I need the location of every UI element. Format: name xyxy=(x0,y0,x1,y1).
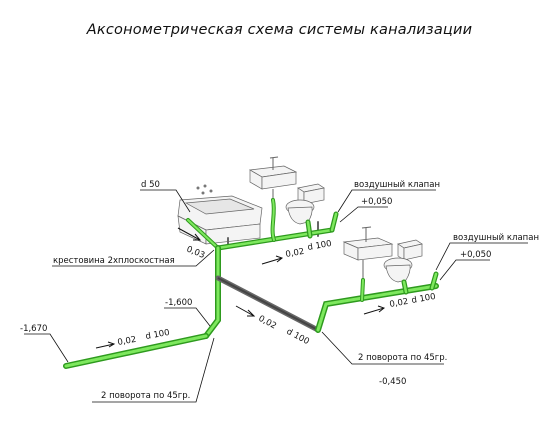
pipe-lower-left xyxy=(63,333,209,369)
diagram-title: Аксонометрическая схема системы канализа… xyxy=(86,22,473,38)
svg-text:+0,050: +0,050 xyxy=(361,197,392,207)
svg-text:d 100: d 100 xyxy=(307,239,333,253)
svg-text:0,02: 0,02 xyxy=(257,314,278,332)
svg-text:воздушный клапан: воздушный клапан xyxy=(354,180,440,190)
svg-text:0,02: 0,02 xyxy=(117,335,137,348)
toilet-icon xyxy=(285,183,325,225)
washbasin-icon xyxy=(248,156,298,200)
svg-text:+0,050: +0,050 xyxy=(460,250,491,260)
label-cross: крестовина 2хплоскостная xyxy=(52,249,215,267)
pipe-upper-run xyxy=(215,198,339,251)
label-d50: d 50 xyxy=(140,180,191,213)
label-elev-1670: -1,670 xyxy=(20,324,69,363)
svg-text:-1,600: -1,600 xyxy=(165,298,192,308)
label-slope-right: 0,02 d 100 xyxy=(363,292,437,315)
sewage-pipes xyxy=(63,198,439,369)
svg-text:2 поворота по 45гр.: 2 поворота по 45гр. xyxy=(101,391,190,401)
svg-text:d 100: d 100 xyxy=(411,292,437,306)
label-slope-upper: 0,02 d 100 xyxy=(261,239,333,265)
label-slope-diagonal: 0,02 d 100 xyxy=(235,305,311,347)
svg-text:-0,450: -0,450 xyxy=(379,377,406,387)
svg-text:d 100: d 100 xyxy=(145,328,171,342)
label-elev-1600: -1,600 xyxy=(164,298,211,327)
bathtub-icon xyxy=(177,184,263,245)
label-air-valve-1: воздушный клапан xyxy=(337,180,440,213)
label-elev-0050-1: +0,050 xyxy=(339,197,392,223)
label-slope-left: 0,02 d 100 xyxy=(95,328,171,349)
svg-text:0,03: 0,03 xyxy=(185,245,206,261)
svg-text:крестовина 2хплоскостная: крестовина 2хплоскостная xyxy=(53,256,175,266)
washbasin-icon xyxy=(342,226,394,280)
label-air-valve-2: воздушный клапан xyxy=(435,233,539,271)
svg-text:воздушный клапан: воздушный клапан xyxy=(453,233,539,243)
svg-text:0,02: 0,02 xyxy=(285,247,305,260)
pipe-diagonal xyxy=(215,271,439,333)
label-elev-0050-2: +0,050 xyxy=(439,250,491,281)
toilet-icon xyxy=(383,239,423,283)
svg-text:d 50: d 50 xyxy=(141,180,160,190)
label-turns-right: 2 поворота по 45гр. xyxy=(321,331,447,365)
pipe-bathtub-branch xyxy=(186,218,220,250)
svg-text:0,02: 0,02 xyxy=(389,297,409,310)
svg-text:2 поворота по 45гр.: 2 поворота по 45гр. xyxy=(358,353,447,363)
pipe-riser xyxy=(203,245,221,339)
label-turns-left: 2 поворота по 45гр. xyxy=(92,337,215,403)
label-elev-0450: -0,450 xyxy=(379,377,406,387)
svg-text:d 100: d 100 xyxy=(285,327,311,347)
svg-text:-1,670: -1,670 xyxy=(20,324,47,334)
